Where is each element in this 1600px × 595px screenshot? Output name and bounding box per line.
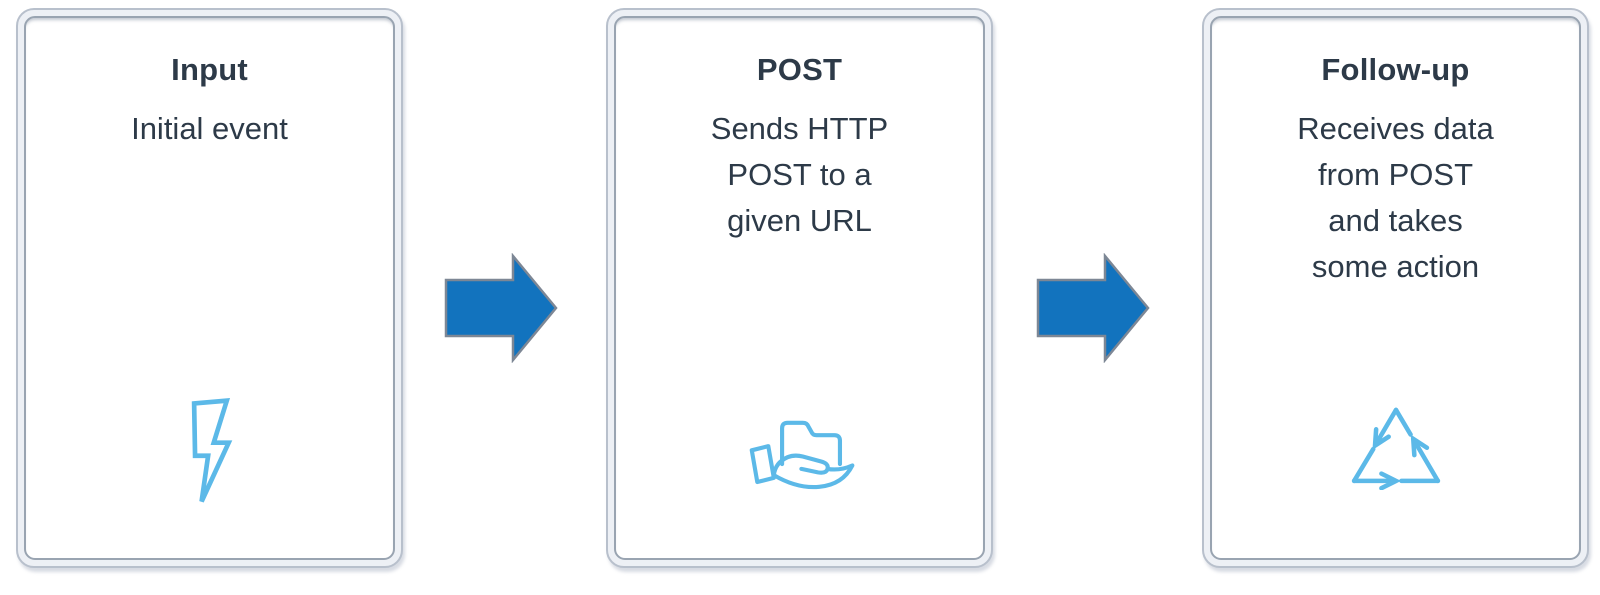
flow-arrow-icon (1036, 253, 1150, 363)
card-description: Sends HTTP POST to a given URL (710, 111, 889, 238)
lightning-icon (182, 396, 238, 508)
flow-arrow-icon (444, 253, 558, 363)
card-followup-inner: Follow-up Receives data from POST and ta… (1210, 16, 1581, 560)
recycle-icon (1345, 399, 1447, 490)
folder-hand-icon (738, 406, 862, 496)
card-input: Input Initial event (16, 8, 403, 568)
card-description: Receives data from POST and takes some a… (1297, 111, 1494, 284)
card-description: Initial event (131, 111, 288, 146)
card-post-inner: POST Sends HTTP POST to a given URL (614, 16, 985, 560)
card-title: Follow-up (1321, 52, 1470, 87)
card-title: POST (756, 52, 843, 87)
card-followup: Follow-up Receives data from POST and ta… (1202, 8, 1589, 568)
card-input-inner: Input Initial event (24, 16, 395, 560)
card-title: Input (171, 52, 248, 87)
card-post: POST Sends HTTP POST to a given URL (606, 8, 993, 568)
webhook-flow-diagram: Input Initial event POST Sends HTTP POST… (16, 8, 1589, 568)
